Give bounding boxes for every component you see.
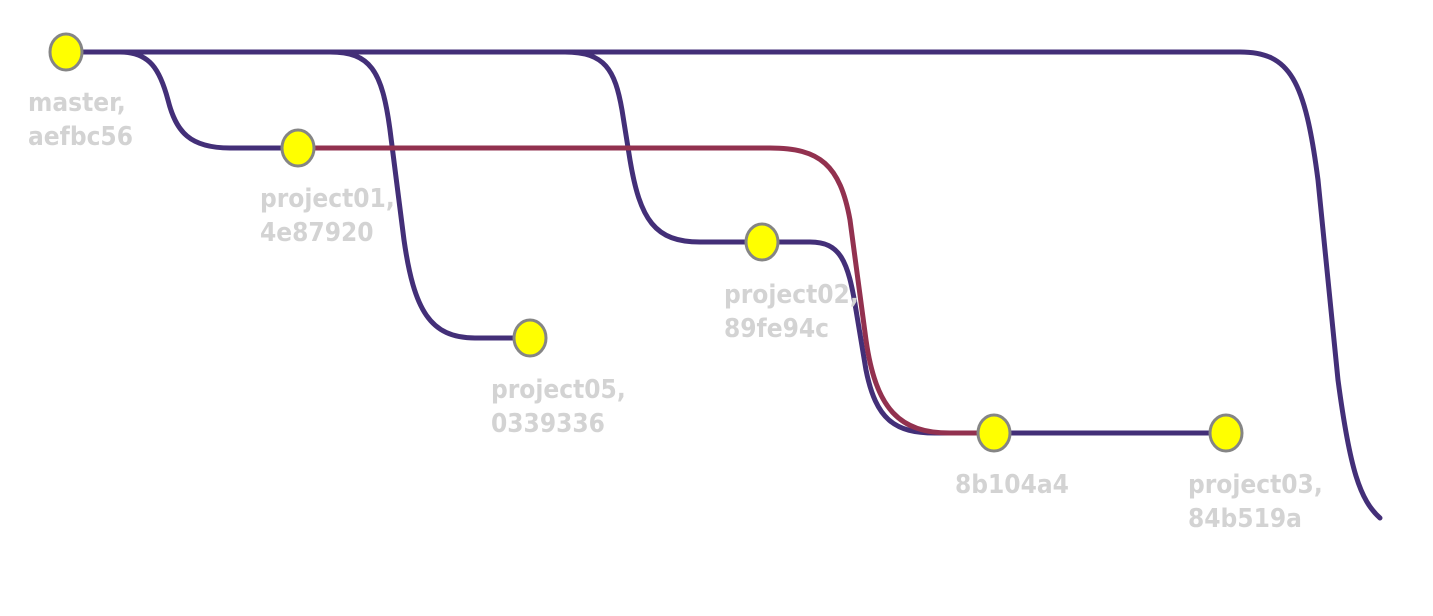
- label-project03: project03, 84b519a: [1188, 468, 1323, 536]
- label-project01: project01, 4e87920: [260, 182, 395, 250]
- master-branch-line: [63, 49, 1383, 521]
- ref-name: project01,: [260, 184, 395, 214]
- ref-name: project03,: [1188, 470, 1323, 500]
- commit-node-project03[interactable]: [1208, 413, 1244, 453]
- commit-node-merge[interactable]: [976, 413, 1012, 453]
- commit-sha: 84b519a: [1188, 504, 1302, 534]
- ref-name: project05,: [491, 375, 626, 405]
- commit-node-project05[interactable]: [512, 318, 548, 358]
- edge-master-project05: [63, 49, 533, 341]
- ref-name: project02,: [724, 280, 859, 310]
- commit-sha: 4e87920: [260, 218, 374, 248]
- label-project02: project02, 89fe94c: [724, 278, 859, 346]
- ref-name: master,: [28, 88, 126, 118]
- commit-sha: aefbc56: [28, 122, 133, 152]
- commit-sha: 8b104a4: [955, 470, 1069, 500]
- edge-master-project01: [63, 49, 301, 151]
- commit-node-master[interactable]: [48, 32, 84, 72]
- edge-project01-merge: [295, 145, 997, 436]
- commit-sha: 89fe94c: [724, 314, 830, 344]
- label-project05: project05, 0339336: [491, 373, 626, 441]
- commit-sha: 0339336: [491, 409, 605, 439]
- label-merge: 8b104a4: [955, 468, 1069, 502]
- commit-node-project01[interactable]: [280, 128, 316, 168]
- commit-node-project02[interactable]: [744, 222, 780, 262]
- label-master: master, aefbc56: [28, 86, 133, 154]
- edge-project02-merge: [759, 239, 997, 436]
- edge-master-project02: [63, 49, 765, 245]
